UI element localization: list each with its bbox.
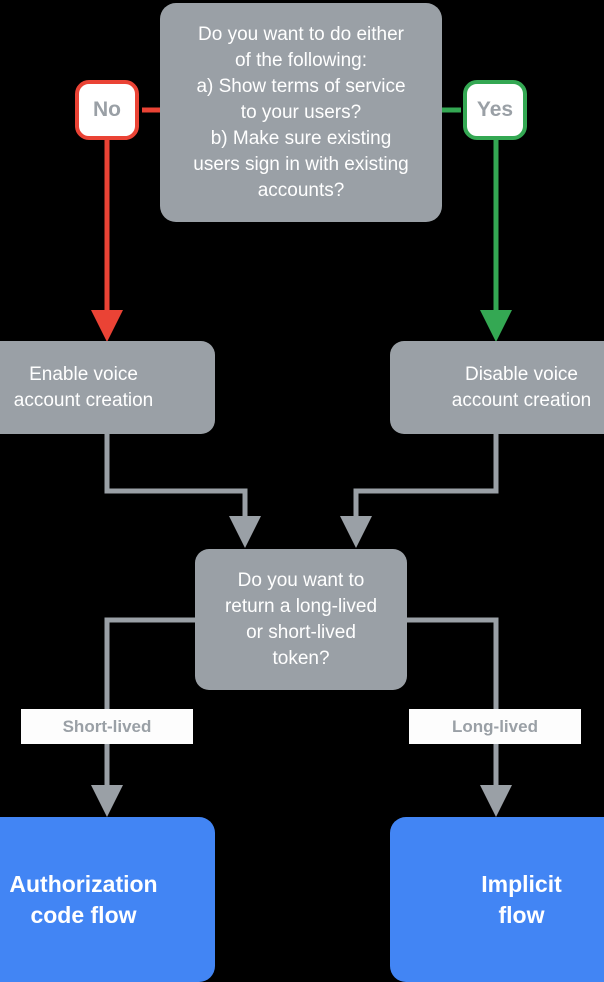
arrowhead-enable-to-question-two <box>229 516 261 548</box>
edge-question-two-to-authorization <box>104 617 195 793</box>
arrowhead-yes-to-disable <box>480 310 512 342</box>
edge-label-short-lived: Short-lived <box>21 709 193 744</box>
arrowhead-question-two-to-implicit <box>480 785 512 817</box>
badge-yes-label: Yes <box>476 98 514 121</box>
arrowhead-question-two-to-authorization <box>91 785 123 817</box>
arrowhead-disable-to-question-two <box>340 516 372 548</box>
badge-no-label: No <box>93 98 121 121</box>
badge-yes[interactable]: Yes <box>463 80 527 140</box>
edge-question-two-to-implicit <box>407 617 499 793</box>
edge-label-long-lived: Long-lived <box>409 709 581 744</box>
arrowhead-no-to-enable <box>91 310 123 342</box>
badge-no[interactable]: No <box>75 80 139 140</box>
edge-label-short-lived-text: Short-lived <box>62 716 152 736</box>
edge-disable-to-question-two <box>353 434 499 523</box>
edge-label-long-lived-text: Long-lived <box>452 716 538 736</box>
edge-enable-to-question-two <box>104 434 248 523</box>
